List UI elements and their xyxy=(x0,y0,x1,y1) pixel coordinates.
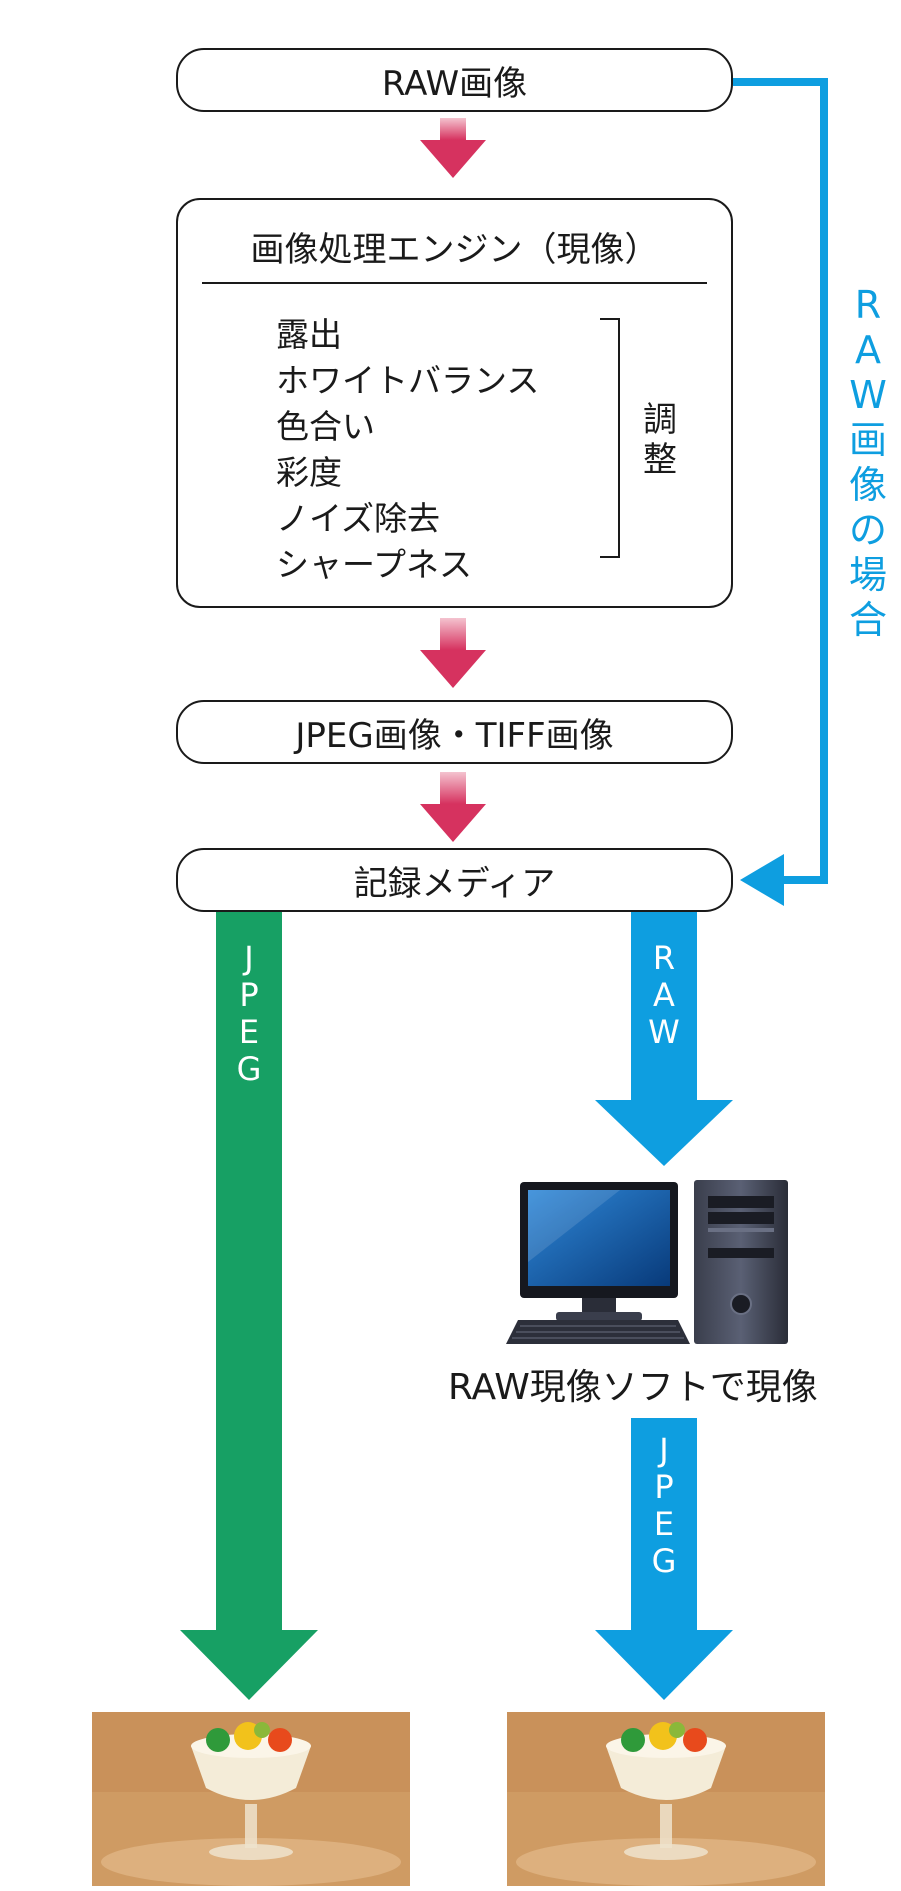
edge-label-char: J xyxy=(244,939,254,977)
software-caption: RAW現像ソフトで現像 xyxy=(448,1367,818,1408)
node-recording-media-label: 記録メディア xyxy=(353,863,556,904)
edge-label-jpeg-right: J P E G xyxy=(631,1432,697,1580)
flow-arrow-2 xyxy=(420,618,486,688)
edge-label-char: R xyxy=(652,939,676,977)
dessert-photo-right xyxy=(507,1712,825,1886)
edge-label-raw-down: R A W xyxy=(631,940,697,1051)
edge-label-char: A xyxy=(653,976,675,1014)
edge-label-char: G xyxy=(236,1050,262,1088)
adjust-label: 調 整 xyxy=(640,400,680,480)
edge-label-char: 画 xyxy=(848,418,887,462)
engine-step: ホワイトバランス xyxy=(276,361,540,400)
edge-label-char: の xyxy=(848,508,887,552)
edge-label-jpeg-left: J P E G xyxy=(216,940,282,1088)
edge-label-char: E xyxy=(653,1505,675,1543)
edge-label-char: 像 xyxy=(848,463,887,507)
edge-label-char: W xyxy=(648,1013,680,1051)
engine-step: 露出 xyxy=(276,315,342,354)
edge-label-char: R xyxy=(854,283,882,327)
engine-steps-list: 露出 ホワイトバランス 色合い 彩度 ノイズ除去 シャープネス xyxy=(276,312,539,588)
flow-arrow-1 xyxy=(420,118,486,178)
edge-label-char: W xyxy=(849,373,887,417)
engine-step: シャープネス xyxy=(276,545,473,584)
edge-label-char: P xyxy=(239,976,259,1014)
edge-label-char: A xyxy=(855,328,881,372)
node-jpeg-tiff-label: JPEG画像・TIFF画像 xyxy=(295,715,614,756)
edge-label-char: P xyxy=(654,1468,674,1506)
raw-path-down xyxy=(595,910,733,1166)
flow-arrow-3 xyxy=(420,772,486,842)
adjust-bracket xyxy=(600,318,620,558)
edge-label-char: G xyxy=(651,1542,677,1580)
node-jpeg-tiff: JPEG画像・TIFF画像 xyxy=(176,700,733,764)
edge-label-char: 合 xyxy=(848,598,887,642)
edge-label-raw-case: R A W 画 像 の 場 合 xyxy=(845,283,891,643)
jpeg-path-right xyxy=(595,1418,733,1700)
edge-label-char: 場 xyxy=(848,553,887,597)
desktop-computer-icon xyxy=(506,1180,788,1344)
engine-step: 彩度 xyxy=(276,453,342,492)
engine-divider xyxy=(202,282,707,284)
node-recording-media: 記録メディア xyxy=(176,848,733,912)
edge-label-char: J xyxy=(659,1431,669,1469)
engine-title: 画像処理エンジン（現像） xyxy=(250,230,659,270)
node-raw-image-label: RAW画像 xyxy=(381,63,528,104)
jpeg-path-left xyxy=(180,910,318,1700)
engine-step: ノイズ除去 xyxy=(276,499,441,538)
adjust-char: 調 xyxy=(643,400,677,440)
dessert-photo-left xyxy=(92,1712,410,1886)
edge-label-char: E xyxy=(238,1013,260,1051)
node-processing-engine: 画像処理エンジン（現像） 露出 ホワイトバランス 色合い 彩度 ノイズ除去 シャ… xyxy=(176,198,733,608)
raw-bypass-connector xyxy=(733,78,828,906)
engine-step: 色合い xyxy=(276,407,375,446)
node-raw-image: RAW画像 xyxy=(176,48,733,112)
adjust-char: 整 xyxy=(643,440,677,480)
